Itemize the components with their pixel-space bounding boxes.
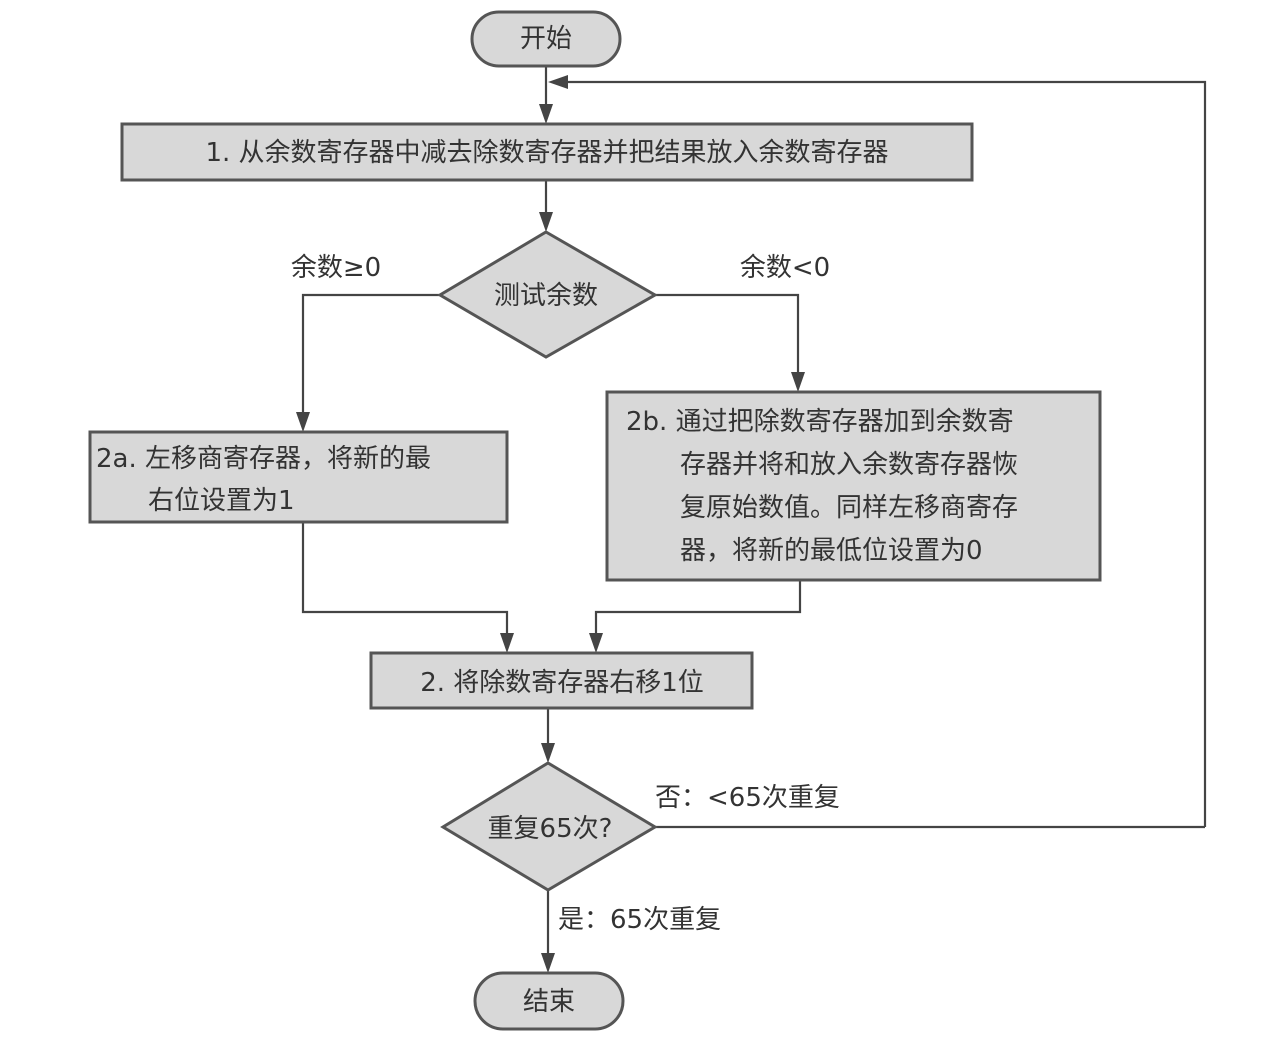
arrow-head	[791, 372, 805, 392]
branch-lt0-label: 余数<0	[740, 253, 830, 283]
step2b-line: 存器并将和放入余数寄存器恢	[680, 450, 1018, 480]
arrow-head	[500, 633, 514, 653]
test-remainder-label: 测试余数	[494, 281, 598, 311]
no-branch-label: 否：<65次重复	[655, 783, 840, 813]
arrow-head	[541, 743, 555, 763]
step2a-line: 2a. 左移商寄存器，将新的最	[96, 444, 431, 474]
repeat-decision: 重复65次?	[440, 761, 658, 892]
yes-branch-label: 是：65次重复	[558, 905, 721, 935]
arrow-head	[539, 104, 553, 124]
end-terminal: 结束	[473, 971, 625, 1031]
start-terminal: 开始	[470, 10, 622, 68]
step2-box: 2. 将除数寄存器右移1位	[369, 651, 754, 710]
arrow-head	[539, 212, 553, 232]
arrow-head	[541, 953, 555, 973]
step2-label: 2. 将除数寄存器右移1位	[420, 668, 704, 698]
arrow-head	[589, 633, 603, 653]
step2b-box: 2b. 通过把除数寄存器加到余数寄 存器并将和放入余数寄存器恢 复原始数值。同样…	[605, 390, 1102, 582]
start-label: 开始	[520, 24, 572, 54]
step2b-line: 器，将新的最低位设置为0	[680, 536, 983, 566]
step2b-line: 2b. 通过把除数寄存器加到余数寄	[626, 407, 1014, 437]
step2b-line: 复原始数值。同样左移商寄存	[680, 493, 1018, 523]
arrow-head	[548, 75, 568, 89]
connectors	[296, 66, 1207, 973]
end-label: 结束	[523, 987, 575, 1017]
step2a-line: 右位设置为1	[148, 486, 295, 516]
step1-label: 1. 从余数寄存器中减去除数寄存器并把结果放入余数寄存器	[205, 138, 888, 168]
step1-box: 1. 从余数寄存器中减去除数寄存器并把结果放入余数寄存器	[120, 122, 974, 182]
repeat-label: 重复65次?	[488, 814, 613, 844]
branch-ge0-label: 余数≥0	[291, 253, 381, 283]
test-remainder-decision: 测试余数	[437, 230, 659, 359]
arrow-head	[296, 412, 310, 432]
step2a-box: 2a. 左移商寄存器，将新的最 右位设置为1	[88, 430, 509, 524]
